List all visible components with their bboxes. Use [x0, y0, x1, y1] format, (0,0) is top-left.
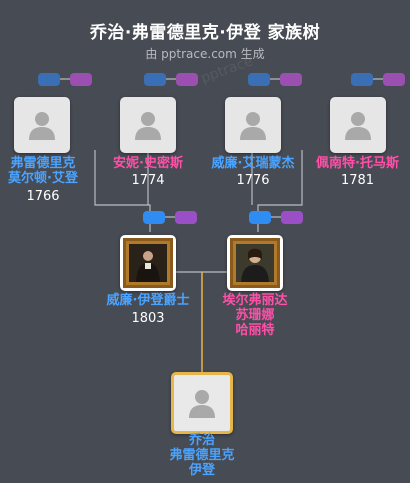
page-subtitle: 由 pptrace.com 生成: [145, 47, 265, 61]
portrait-image: [123, 238, 173, 288]
person-card-father[interactable]: [120, 235, 176, 291]
expand-father-button[interactable]: [38, 73, 60, 86]
expand-mother-button[interactable]: [383, 73, 405, 86]
expand-father-button[interactable]: [249, 211, 271, 224]
person-name: 乔治 弗雷德里克 伊登: [169, 433, 235, 478]
page-title: 乔治·弗雷德里克·伊登 家族树: [89, 23, 321, 43]
person-placeholder-icon: [240, 112, 266, 140]
expand-mother-button[interactable]: [70, 73, 92, 86]
expand-father-button[interactable]: [144, 73, 166, 86]
person-birth-year: 1774: [131, 173, 165, 188]
person-name: 安妮·史密斯: [113, 156, 183, 171]
person-card-gp3[interactable]: [225, 97, 281, 153]
person-placeholder-icon: [135, 112, 161, 140]
person-card-gp4[interactable]: [330, 97, 386, 153]
person-birth-year: 1803: [131, 311, 165, 326]
expand-mother-button[interactable]: [280, 73, 302, 86]
expand-mother-button[interactable]: [281, 211, 303, 224]
person-placeholder-icon: [189, 390, 215, 418]
person-name: 威廉·伊登爵士: [106, 293, 190, 308]
person-birth-year: 1776: [236, 173, 270, 188]
person-placeholder-icon: [345, 112, 371, 140]
person-name: 威廉·艾瑞蒙杰: [211, 156, 295, 171]
person-birth-year: 1766: [26, 189, 60, 204]
expand-father-button[interactable]: [351, 73, 373, 86]
expand-mother-button[interactable]: [175, 211, 197, 224]
portrait-image: [230, 238, 280, 288]
expand-mother-button[interactable]: [176, 73, 198, 86]
person-birth-year: 1781: [340, 173, 375, 188]
person-name: 佩南特·托马斯: [316, 156, 399, 171]
person-card-gp2[interactable]: [120, 97, 176, 153]
person-card-root[interactable]: [171, 372, 233, 434]
person-name: 弗雷德里克 莫尔顿·艾登: [8, 156, 78, 186]
expand-father-button[interactable]: [143, 211, 165, 224]
person-card-gp1[interactable]: [14, 97, 70, 153]
person-placeholder-icon: [29, 112, 55, 140]
person-name: 埃尔弗丽达 苏珊娜 哈丽特: [222, 293, 288, 338]
person-card-mother[interactable]: [227, 235, 283, 291]
expand-father-button[interactable]: [248, 73, 270, 86]
